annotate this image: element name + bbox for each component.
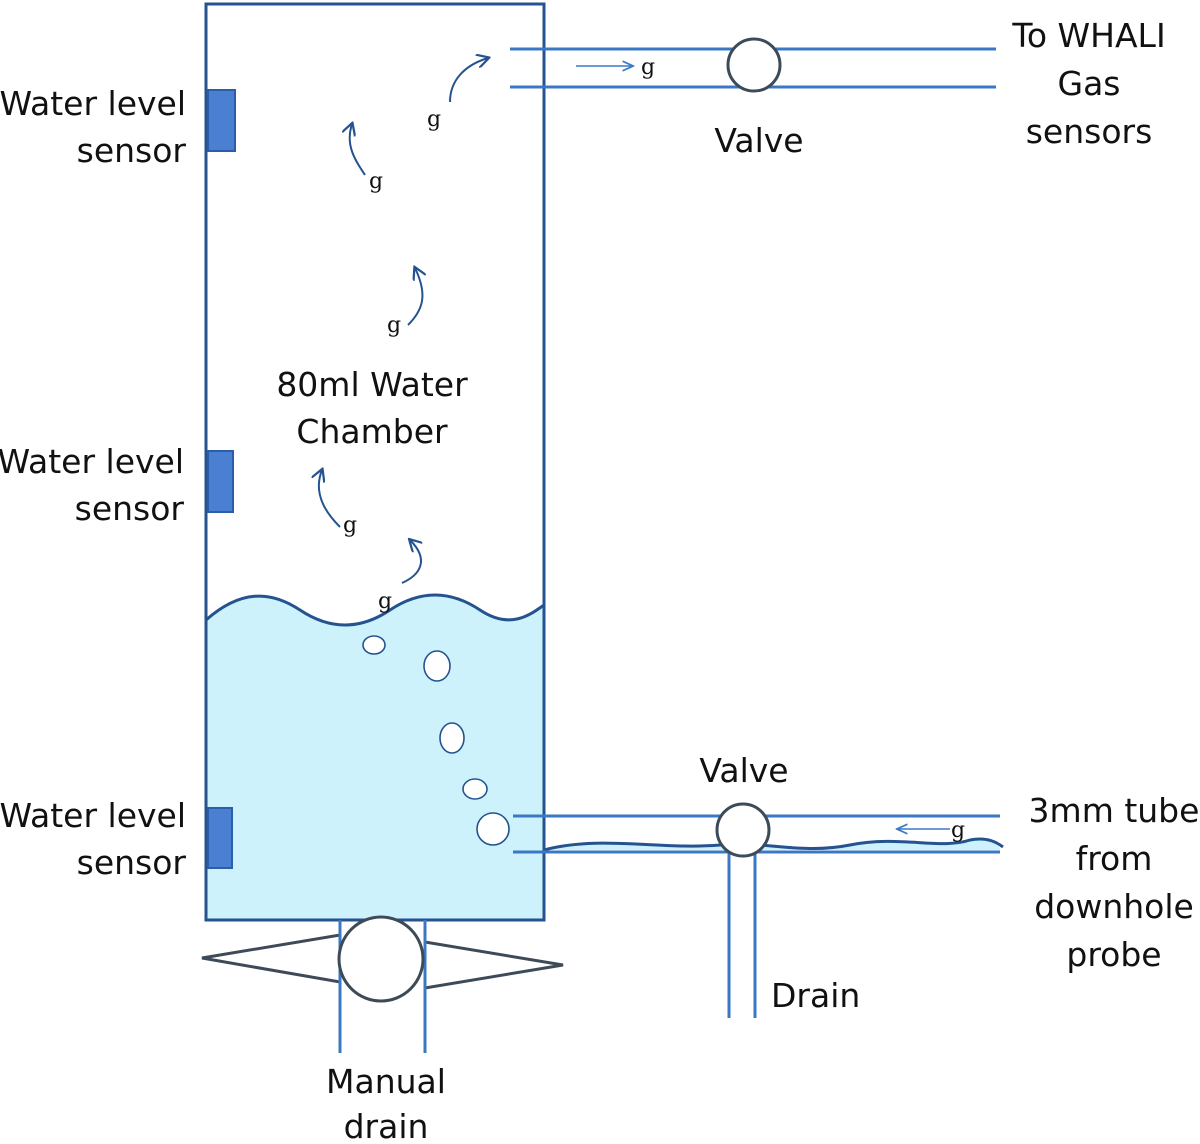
gas-arrow (407, 268, 422, 326)
gas-label: g (369, 169, 383, 194)
water-surface (205, 593, 545, 627)
inlet-water-surface (543, 837, 1004, 852)
bubble (476, 812, 510, 846)
gas-label: g (427, 107, 441, 132)
gas-label: g (951, 818, 965, 843)
outlet-label-line1: To WHALI (1011, 16, 1165, 55)
gas-arrow (350, 124, 366, 176)
manual-drain-valve (337, 915, 425, 1003)
chamber-label-line2: Chamber (296, 412, 448, 451)
bubble (423, 650, 451, 682)
bubble (462, 778, 488, 800)
chamber-label-line1: 80ml Water (276, 365, 468, 404)
sensor-label-middle-line1: Water level (0, 442, 184, 481)
water-level-sensor-top (207, 89, 236, 152)
water-level-sensor-bottom (207, 807, 233, 869)
inlet-label-line2: from (1076, 839, 1153, 878)
manual-drain-label-line1: Manual (326, 1062, 446, 1101)
sensor-label-bottom-line2: sensor (77, 843, 187, 882)
sensor-label-top-line1: Water level (0, 84, 186, 123)
valve-label-bottom: Valve (699, 751, 788, 790)
gas-arrow (319, 470, 341, 528)
bubble (439, 722, 465, 754)
outlet-label-line2: Gas (1058, 64, 1121, 103)
gas-label: g (641, 55, 655, 80)
sensor-label-bottom-line1: Water level (0, 796, 186, 835)
gas-arrow (401, 540, 421, 584)
valve-label-top: Valve (714, 121, 803, 160)
gas-arrow (449, 58, 488, 103)
gas-label: g (343, 513, 357, 538)
sensor-label-middle-line2: sensor (75, 489, 185, 528)
outlet-valve (726, 37, 782, 93)
water-level-sensor-middle (207, 450, 234, 513)
manual-drain-valve-body (423, 940, 564, 990)
inlet-valve (715, 802, 771, 858)
bubble (362, 635, 386, 655)
inlet-label-line3: downhole (1034, 887, 1194, 926)
drain-label: Drain (771, 976, 860, 1015)
inlet-label-line4: probe (1066, 935, 1161, 974)
outlet-label-line3: sensors (1026, 112, 1153, 151)
chamber-water (206, 595, 544, 920)
manual-drain-label-line2: drain (344, 1107, 429, 1144)
sensor-label-top-line2: sensor (77, 131, 187, 170)
gas-label: g (387, 313, 401, 338)
manual-drain-valve-body (201, 933, 342, 984)
gas-label: g (378, 589, 392, 614)
inlet-label-line1: 3mm tube (1029, 791, 1200, 830)
